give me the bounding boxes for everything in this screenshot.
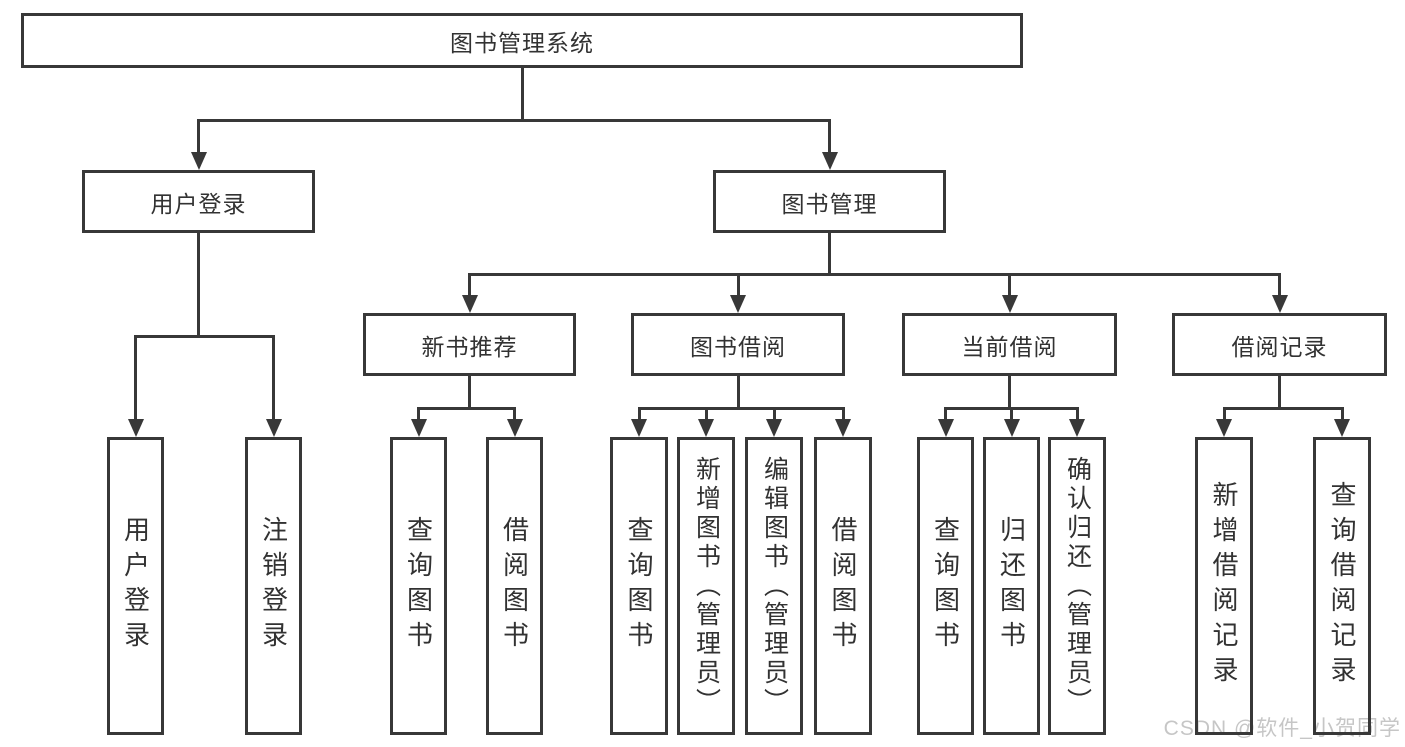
- node-label: 当前借阅: [961, 333, 1058, 360]
- csdn-watermark: CSDN @软件_小贺同学: [1163, 717, 1401, 740]
- connector-drop: [134, 335, 137, 420]
- node-book-borrow: 图书借阅: [631, 313, 845, 376]
- node-label: 借阅图书: [499, 516, 530, 656]
- connector-drop: [772, 407, 776, 420]
- node-label: 确认归还（管理员）: [1063, 455, 1092, 717]
- node-label: 查询图书: [624, 516, 654, 656]
- arrowhead-down-icon: [821, 152, 838, 170]
- node-label: 用户登录: [120, 516, 151, 656]
- connector-stem: [736, 376, 740, 410]
- connector-drop: [1278, 273, 1281, 296]
- connector-drop: [1222, 407, 1226, 420]
- arrowhead-down-icon: [1069, 419, 1085, 437]
- node-label: 新增图书（管理员）: [692, 455, 721, 717]
- node-leaf-cb-confirm: 确认归还（管理员）: [1048, 437, 1106, 735]
- connector-drop: [1008, 273, 1011, 296]
- arrowhead-down-icon: [190, 152, 207, 170]
- connector-drop: [1075, 407, 1079, 420]
- connector-stem: [1278, 376, 1281, 410]
- node-leaf-br-add: 新增借阅记录: [1195, 437, 1253, 735]
- connector-bus: [637, 407, 845, 410]
- connector-drop: [704, 407, 708, 420]
- node-label: 查询借阅记录: [1327, 481, 1357, 691]
- node-label: 新书推荐: [421, 333, 518, 360]
- arrowhead-down-icon: [265, 419, 282, 437]
- arrowhead-down-icon: [1003, 419, 1020, 437]
- arrowhead-down-icon: [835, 419, 851, 437]
- node-borrow-record: 借阅记录: [1172, 313, 1387, 376]
- node-leaf-bb-borrow: 借阅图书: [814, 437, 872, 735]
- connector-bus: [197, 119, 831, 122]
- connector-drop: [841, 407, 845, 420]
- node-leaf-bb-add: 新增图书（管理员）: [677, 437, 735, 735]
- node-leaf-cb-return: 归还图书: [983, 437, 1040, 735]
- node-label: 查询图书: [403, 516, 434, 656]
- node-label: 图书管理: [781, 190, 878, 217]
- node-leaf-nb-query: 查询图书: [390, 437, 447, 735]
- node-leaf-br-query: 查询借阅记录: [1313, 437, 1371, 735]
- node-book-mgmt: 图书管理: [713, 170, 946, 233]
- connector-drop: [736, 273, 740, 296]
- arrowhead-down-icon: [698, 419, 714, 437]
- connector-drop: [944, 407, 947, 420]
- arrowhead-down-icon: [410, 419, 427, 437]
- connector-drop: [197, 119, 200, 153]
- node-label: 图书借阅: [690, 333, 786, 360]
- connector-drop: [1340, 407, 1344, 420]
- node-user-login: 用户登录: [82, 170, 315, 233]
- node-label: 借阅记录: [1231, 333, 1328, 360]
- arrowhead-down-icon: [461, 295, 478, 313]
- node-leaf-nb-borrow: 借阅图书: [486, 437, 543, 735]
- arrowhead-down-icon: [1216, 419, 1232, 437]
- node-new-book: 新书推荐: [363, 313, 576, 376]
- connector-bus: [468, 273, 1281, 276]
- arrowhead-down-icon: [1001, 295, 1018, 313]
- arrowhead-down-icon: [631, 419, 647, 437]
- node-leaf-user-login: 用户登录: [107, 437, 164, 735]
- arrowhead-down-icon: [1271, 295, 1288, 313]
- node-root: 图书管理系统: [21, 13, 1023, 68]
- connector-drop: [828, 119, 831, 153]
- arrowhead-down-icon: [766, 419, 782, 437]
- arrowhead-down-icon: [730, 295, 746, 313]
- connector-stem: [197, 233, 200, 338]
- connector-bus: [134, 335, 275, 338]
- node-label: 归还图书: [996, 516, 1027, 656]
- connector-stem: [1008, 376, 1011, 410]
- node-label: 查询图书: [930, 516, 961, 656]
- connector-drop: [513, 407, 516, 420]
- connector-drop: [272, 335, 275, 420]
- node-leaf-cb-query: 查询图书: [917, 437, 974, 735]
- connector-drop: [1010, 407, 1013, 420]
- connector-bus: [417, 407, 516, 410]
- arrowhead-down-icon: [506, 419, 523, 437]
- connector-bus: [1222, 407, 1344, 410]
- connector-stem: [520, 68, 524, 122]
- node-leaf-bb-edit: 编辑图书（管理员）: [745, 437, 803, 735]
- node-label: 图书管理系统: [450, 29, 594, 56]
- node-current-borrow: 当前借阅: [902, 313, 1117, 376]
- arrowhead-down-icon: [937, 419, 954, 437]
- arrowhead-down-icon: [127, 419, 144, 437]
- node-label: 新增借阅记录: [1209, 481, 1239, 691]
- node-label: 用户登录: [150, 190, 247, 217]
- connector-drop: [468, 273, 471, 296]
- arrowhead-down-icon: [1334, 419, 1350, 437]
- connector-drop: [417, 407, 420, 420]
- node-label: 借阅图书: [828, 516, 858, 656]
- connector-drop: [637, 407, 641, 420]
- node-leaf-bb-query: 查询图书: [610, 437, 668, 735]
- node-label: 注销登录: [258, 516, 289, 656]
- connector-stem: [468, 376, 471, 410]
- connector-stem: [828, 233, 831, 276]
- node-label: 编辑图书（管理员）: [760, 455, 789, 717]
- node-leaf-logout: 注销登录: [245, 437, 302, 735]
